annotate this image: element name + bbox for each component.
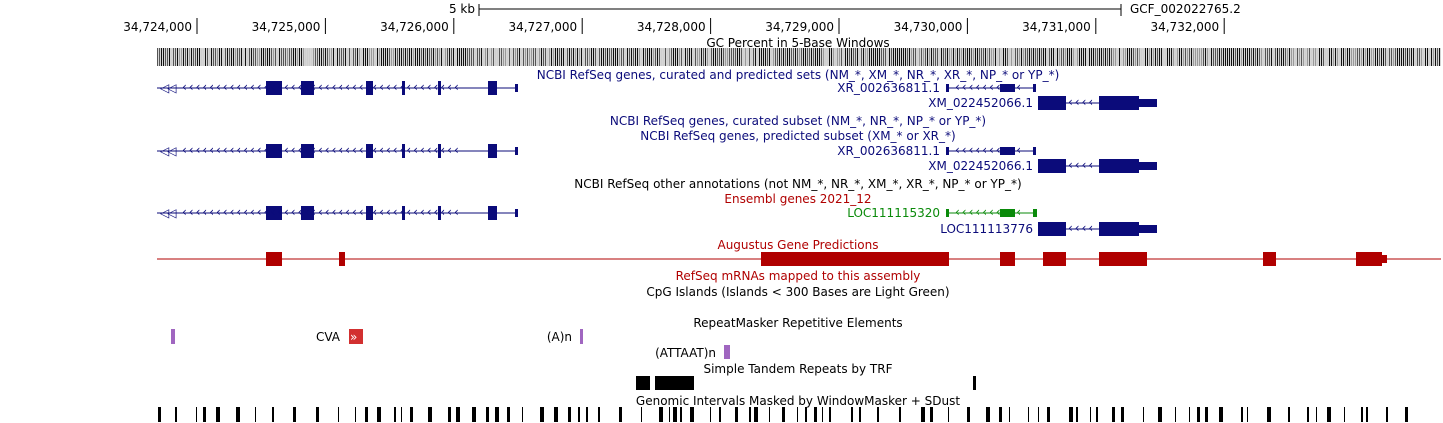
ruler-tick-label: 34,724,000: [123, 20, 192, 34]
svg-text:‹‹‹‹‹‹‹‹‹‹: ‹‹‹‹‹‹‹‹‹‹: [955, 80, 1023, 94]
svg-text:◁◁: ◁◁: [159, 206, 176, 220]
track-title-refseq-other: NCBI RefSeq other annotations (not NM_*,…: [574, 177, 1021, 191]
gene-label-xm[interactable]: XM_022452066.1: [928, 96, 1033, 110]
ruler-tick-label: 34,729,000: [765, 20, 834, 34]
ruler-ticks[interactable]: 34,724,000 34,725,000 34,726,000 34,727,000…: [123, 18, 1225, 34]
track-title-cpg: CpG Islands (Islands < 300 Bases are Lig…: [646, 285, 949, 299]
repeat-cva[interactable]: [349, 329, 363, 344]
track-refseq-predicted[interactable]: NCBI RefSeq genes, predicted subset (XM_…: [157, 129, 1157, 173]
gene-label-loc111113776[interactable]: LOC111113776: [940, 222, 1033, 236]
gene-model-loc111115320[interactable]: ‹‹‹‹‹‹‹‹‹‹: [946, 205, 1037, 219]
track-windowmasker[interactable]: Genomic Intervals Masked by WindowMasker…: [158, 394, 1408, 422]
track-title-windowmasker: Genomic Intervals Masked by WindowMasker…: [636, 394, 960, 408]
gene-model-loc111113776[interactable]: ‹‹‹‹: [1038, 221, 1157, 236]
gc-percent-signal: [157, 48, 1440, 66]
track-title-gc-percent: GC Percent in 5-Base Windows: [706, 36, 889, 50]
track-ensembl[interactable]: Ensembl genes 2021_12 ◁◁ ‹‹‹‹‹‹‹‹‹‹‹‹‹‹‹…: [157, 192, 1157, 236]
ruler-tick-label: 34,726,000: [380, 20, 449, 34]
track-repeatmasker[interactable]: RepeatMasker Repetitive Elements CVA » (…: [171, 316, 903, 360]
ruler-tick-label: 34,728,000: [637, 20, 706, 34]
gene-label-xr-predicted[interactable]: XR_002636811.1: [837, 144, 940, 158]
track-title-ensembl: Ensembl genes 2021_12: [724, 192, 871, 206]
svg-text:◁◁: ◁◁: [159, 144, 176, 158]
track-title-repeatmasker: RepeatMasker Repetitive Elements: [693, 316, 902, 330]
svg-text:‹‹‹‹‹‹‹‹‹‹‹‹‹‹‹‹‹‹‹‹‹‹‹‹‹‹‹‹‹‹: ‹‹‹‹‹‹‹‹‹‹‹‹‹‹‹‹‹‹‹‹‹‹‹‹‹‹‹‹‹‹‹‹‹‹‹‹‹‹‹‹…: [182, 205, 461, 219]
ruler-tick-label: 34,732,000: [1150, 20, 1219, 34]
svg-text:‹‹‹‹: ‹‹‹‹: [1068, 221, 1095, 235]
svg-text:‹‹‹‹: ‹‹‹‹: [1068, 158, 1095, 172]
track-title-refseq-curated: NCBI RefSeq genes, curated subset (NM_*,…: [610, 114, 986, 128]
ruler-tick-label: 34,725,000: [252, 20, 321, 34]
track-title-refseq-mrna: RefSeq mRNAs mapped to this assembly: [676, 269, 921, 283]
ruler-tick-label: 34,727,000: [508, 20, 577, 34]
scale-label: 5 kb: [449, 2, 475, 16]
gene-model-left-refseq-all[interactable]: ◁◁ ‹‹‹‹‹‹‹‹‹‹‹‹‹‹‹‹‹‹‹‹‹‹‹‹‹‹‹‹‹‹‹‹‹‹‹‹‹…: [157, 80, 518, 95]
gene-model-left-refseq-predicted[interactable]: ◁◁ ‹‹‹‹‹‹‹‹‹‹‹‹‹‹‹‹‹‹‹‹‹‹‹‹‹‹‹‹‹‹‹‹‹‹‹‹‹…: [157, 143, 518, 158]
ruler-tick-label: 34,731,000: [1022, 20, 1091, 34]
gene-model-xm-predicted[interactable]: ‹‹‹‹: [1038, 158, 1157, 173]
track-augustus[interactable]: Augustus Gene Predictions: [157, 238, 1441, 266]
gene-model-xm[interactable]: ‹‹‹‹: [1038, 95, 1157, 110]
svg-text:‹‹‹‹‹‹‹‹‹‹‹‹‹‹‹‹‹‹‹‹‹‹‹‹‹‹‹‹‹‹: ‹‹‹‹‹‹‹‹‹‹‹‹‹‹‹‹‹‹‹‹‹‹‹‹‹‹‹‹‹‹‹‹‹‹‹‹‹‹‹‹…: [182, 143, 461, 157]
gene-label-xr[interactable]: XR_002636811.1: [837, 81, 940, 95]
track-gc-percent[interactable]: GC Percent in 5-Base Windows: [157, 36, 1441, 66]
gene-model-left-ensembl[interactable]: ◁◁ ‹‹‹‹‹‹‹‹‹‹‹‹‹‹‹‹‹‹‹‹‹‹‹‹‹‹‹‹‹‹‹‹‹‹‹‹‹…: [157, 205, 518, 220]
svg-text:‹‹‹‹‹‹‹‹‹‹: ‹‹‹‹‹‹‹‹‹‹: [955, 205, 1023, 219]
track-title-augustus: Augustus Gene Predictions: [717, 238, 878, 252]
track-trf[interactable]: Simple Tandem Repeats by TRF: [636, 362, 976, 390]
svg-text:‹‹‹‹‹‹‹‹‹‹‹‹‹‹‹‹‹‹‹‹‹‹‹‹‹‹‹‹‹‹: ‹‹‹‹‹‹‹‹‹‹‹‹‹‹‹‹‹‹‹‹‹‹‹‹‹‹‹‹‹‹‹‹‹‹‹‹‹‹‹‹…: [182, 80, 461, 94]
track-refseq-all[interactable]: NCBI RefSeq genes, curated and predicted…: [157, 68, 1157, 110]
repeat-label-cva: CVA: [316, 330, 341, 344]
gene-model-xr[interactable]: ‹‹‹‹‹‹‹‹‹‹: [946, 80, 1036, 94]
repeat-label-an: (A)n: [547, 330, 572, 344]
svg-text:‹‹‹‹: ‹‹‹‹: [1068, 95, 1095, 109]
assembly-label: GCF_002022765.2: [1130, 2, 1241, 16]
ruler-tick-label: 34,730,000: [894, 20, 963, 34]
track-title-refseq-predicted: NCBI RefSeq genes, predicted subset (XM_…: [640, 129, 955, 143]
gene-model-xr-predicted[interactable]: ‹‹‹‹‹‹‹‹‹‹: [946, 143, 1036, 157]
svg-text:‹‹‹‹‹‹‹‹‹‹: ‹‹‹‹‹‹‹‹‹‹: [955, 143, 1023, 157]
gene-label-xm-predicted[interactable]: XM_022452066.1: [928, 159, 1033, 173]
svg-text:»: »: [350, 330, 357, 344]
svg-text:◁◁: ◁◁: [159, 81, 176, 95]
track-title-trf: Simple Tandem Repeats by TRF: [703, 362, 892, 376]
gene-label-loc111115320[interactable]: LOC111115320: [847, 206, 940, 220]
windowmasker-intervals: [158, 407, 1408, 422]
scale-bar: 5 kb GCF_002022765.2: [449, 2, 1241, 16]
track-title-refseq-all: NCBI RefSeq genes, curated and predicted…: [537, 68, 1060, 82]
repeat-label-attaat: (ATTAAT)n: [655, 346, 716, 360]
